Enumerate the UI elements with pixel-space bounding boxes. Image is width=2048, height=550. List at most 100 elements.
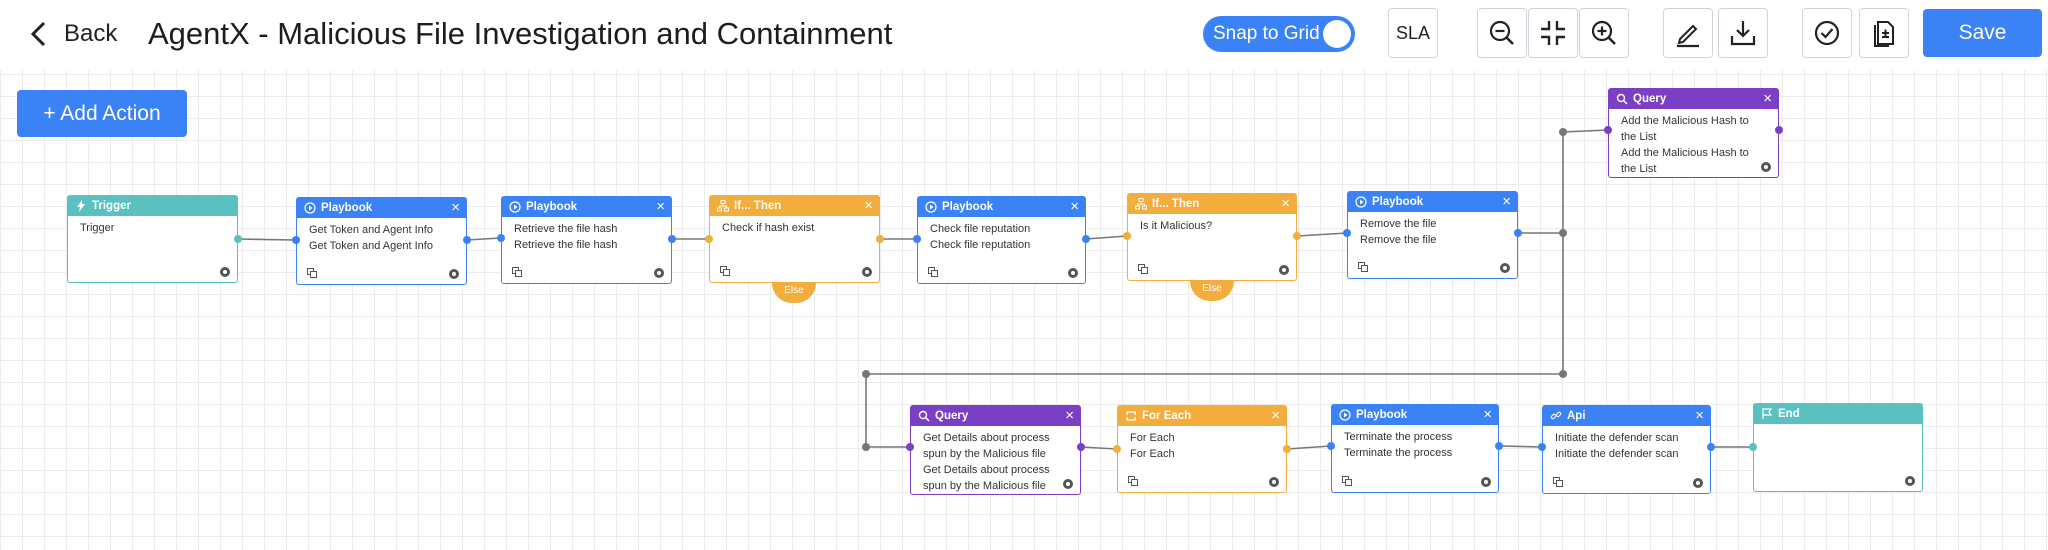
gear-icon[interactable] [1268, 476, 1280, 488]
copy-icon[interactable] [1358, 262, 1368, 272]
node-line: Get Details about process spun by the Ma… [923, 432, 1050, 460]
top-toolbar: Back AgentX - Malicious File Investigati… [0, 0, 2048, 70]
else-branch-handle[interactable]: Else [772, 283, 816, 303]
link-icon [1550, 411, 1562, 420]
copy-icon[interactable] [1138, 264, 1148, 274]
node-line: Add the Malicious Hash to the List [1621, 147, 1749, 175]
node-type-label: Query [935, 410, 969, 422]
chevron-left-icon [30, 21, 46, 47]
node-line: Check file reputation [930, 239, 1031, 251]
toggle-knob [1323, 20, 1351, 48]
close-icon[interactable]: × [1271, 407, 1280, 424]
gear-icon[interactable] [1760, 161, 1772, 173]
else-branch-handle[interactable]: Else [1190, 281, 1234, 301]
document-icon [1874, 21, 1894, 47]
copy-icon[interactable] [720, 266, 730, 276]
node-line: Is it Malicious? [1140, 220, 1213, 232]
close-icon[interactable]: × [1065, 407, 1074, 424]
sla-button[interactable]: SLA [1388, 8, 1438, 58]
node-line: Initiate the defender scan [1555, 432, 1679, 444]
node-if-then-hash-exist[interactable]: If... Then × Check if hash exist [709, 195, 880, 283]
close-icon[interactable]: × [1763, 90, 1772, 107]
node-line: Retrieve the file hash [514, 223, 618, 235]
back-button[interactable]: Back [28, 14, 117, 54]
node-line: Remove the file [1360, 218, 1437, 230]
gear-icon[interactable] [1278, 264, 1290, 276]
node-query-process-details[interactable]: Query × Get Details about process spun by… [910, 405, 1081, 495]
branch-icon [717, 200, 729, 212]
gear-icon[interactable] [219, 266, 231, 278]
copy-icon[interactable] [307, 268, 317, 278]
gear-icon[interactable] [448, 268, 460, 280]
node-line: Get Token and Agent Info [309, 224, 433, 236]
play-circle-icon [1339, 409, 1351, 421]
save-button[interactable]: Save [1923, 9, 2042, 57]
copy-icon[interactable] [1128, 476, 1138, 486]
node-line: For Each [1130, 432, 1175, 444]
node-trigger[interactable]: Trigger Trigger [67, 195, 238, 283]
snap-to-grid-toggle[interactable]: Snap to Grid [1203, 16, 1355, 52]
play-circle-icon [304, 202, 316, 214]
gear-icon[interactable] [861, 266, 873, 278]
copy-icon[interactable] [928, 267, 938, 277]
close-icon[interactable]: × [864, 197, 873, 214]
node-line: For Each [1130, 448, 1175, 460]
play-circle-icon [1355, 196, 1367, 208]
close-icon[interactable]: × [451, 199, 460, 216]
copy-icon[interactable] [1342, 476, 1352, 486]
node-line: Add the Malicious Hash to the List [1621, 115, 1749, 143]
gear-icon[interactable] [1067, 267, 1079, 279]
loop-icon [1126, 411, 1136, 421]
node-type-label: End [1778, 408, 1800, 420]
search-icon [1616, 93, 1628, 105]
node-type-label: Api [1567, 410, 1586, 422]
edit-button[interactable] [1663, 8, 1713, 58]
node-type-label: Trigger [92, 200, 131, 212]
flag-icon [1762, 408, 1773, 419]
zoom-in-button[interactable] [1579, 8, 1629, 58]
gear-icon[interactable] [1062, 478, 1074, 490]
close-icon[interactable]: × [656, 198, 665, 215]
node-line: Check if hash exist [722, 222, 815, 234]
copy-icon[interactable] [1553, 477, 1563, 487]
node-if-then-is-malicious[interactable]: If... Then× Is it Malicious? [1127, 193, 1297, 281]
node-query-add-hash[interactable]: Query × Add the Malicious Hash to the Lis… [1608, 88, 1779, 178]
close-icon[interactable]: × [1483, 406, 1492, 423]
zoom-out-button[interactable] [1477, 8, 1527, 58]
copy-icon[interactable] [512, 267, 522, 277]
check-circle-icon [1814, 20, 1840, 46]
close-icon[interactable]: × [1281, 195, 1290, 212]
node-type-label: If... Then [734, 200, 782, 212]
search-icon [918, 410, 930, 422]
document-button[interactable] [1859, 8, 1909, 58]
validate-button[interactable] [1802, 8, 1852, 58]
gear-icon[interactable] [1692, 477, 1704, 489]
node-line: Trigger [80, 222, 115, 234]
download-icon [1730, 21, 1756, 46]
close-icon[interactable]: × [1502, 193, 1511, 210]
download-button[interactable] [1718, 8, 1768, 58]
zoom-in-icon [1591, 20, 1616, 45]
node-end[interactable]: End [1753, 403, 1923, 492]
gear-icon[interactable] [653, 267, 665, 279]
gear-icon[interactable] [1499, 262, 1511, 274]
add-action-button[interactable]: + Add Action [17, 90, 187, 137]
zoom-out-icon [1489, 20, 1514, 45]
gear-icon[interactable] [1480, 476, 1492, 488]
pencil-icon [1677, 24, 1699, 48]
close-icon[interactable]: × [1070, 198, 1079, 215]
node-type-label: Playbook [1372, 196, 1424, 208]
branch-icon [1135, 198, 1147, 210]
node-type-label: Query [1633, 93, 1667, 105]
gear-icon[interactable] [1904, 475, 1916, 487]
fit-to-screen-button[interactable] [1528, 8, 1578, 58]
close-icon[interactable]: × [1695, 407, 1704, 424]
